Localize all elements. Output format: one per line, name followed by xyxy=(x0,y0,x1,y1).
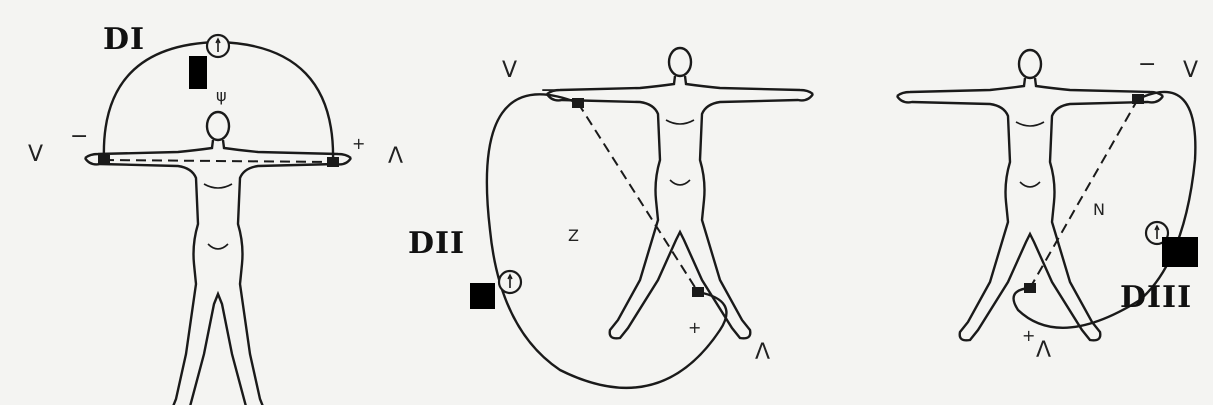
di-left-glyph: V xyxy=(28,142,43,167)
dii-left-glyph: V xyxy=(502,58,517,83)
di-minus-sign: − xyxy=(70,124,88,149)
diii-electrode-left-arm xyxy=(1132,94,1144,104)
di-mid-glyph: ψ xyxy=(216,86,227,105)
redaction-box-diii xyxy=(1162,237,1198,267)
dii-right-glyph: Λ xyxy=(755,340,770,365)
di-electrode-left-arm xyxy=(327,157,339,167)
dii-electrode-left-leg xyxy=(692,287,704,297)
di-electrode-right-arm xyxy=(98,155,110,165)
diii-left-glyph: V xyxy=(1183,58,1198,83)
dii-galvanometer-icon xyxy=(499,271,521,293)
lead-di-label: DI xyxy=(103,22,145,57)
diii-plus-sign: + xyxy=(1022,326,1035,345)
di-galvanometer-icon xyxy=(207,35,229,57)
diii-right-glyph: Λ xyxy=(1036,338,1051,363)
di-axis xyxy=(104,160,333,162)
dii-plus-sign: + xyxy=(688,318,701,337)
lead-diii-label: DIII xyxy=(1120,280,1192,315)
figure-di xyxy=(85,112,351,405)
diii-electrode-left-leg xyxy=(1024,283,1036,293)
diii-axis xyxy=(1030,99,1138,288)
dii-electrode-right-arm xyxy=(572,98,584,108)
redaction-box-dii xyxy=(470,283,495,309)
redaction-box-di xyxy=(189,56,207,89)
lead-dii-label: DII xyxy=(408,226,465,261)
lead-dii-panel xyxy=(487,48,813,388)
dii-mid-glyph: Z xyxy=(568,226,579,245)
dii-minus-sign: − xyxy=(540,78,558,103)
diii-minus-sign: − xyxy=(1138,52,1156,77)
di-plus-sign: + xyxy=(352,134,365,153)
figure-dii xyxy=(547,48,813,338)
dii-wire xyxy=(487,94,727,388)
di-right-glyph: Λ xyxy=(388,144,403,169)
diii-mid-glyph: N xyxy=(1093,200,1105,219)
dii-axis xyxy=(578,103,698,292)
